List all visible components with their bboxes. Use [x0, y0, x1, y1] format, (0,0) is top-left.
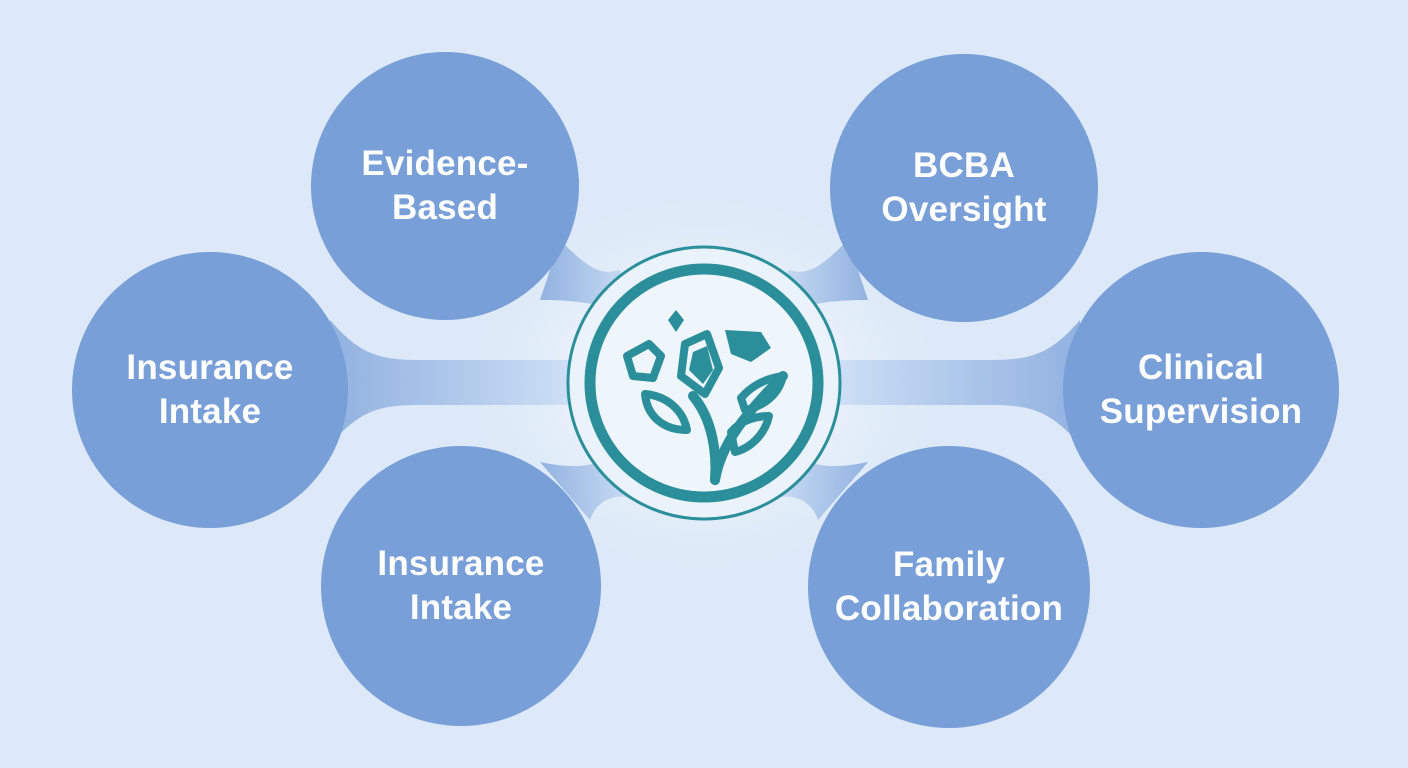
connector-clinical [828, 320, 1080, 445]
connector-insurance-left [330, 320, 580, 445]
sprouting-plant-icon [566, 245, 842, 521]
node-evidence-based: Evidence-Based [311, 52, 579, 320]
center-logo [565, 244, 843, 522]
node-evidence-based-label: Evidence-Based [361, 144, 529, 227]
